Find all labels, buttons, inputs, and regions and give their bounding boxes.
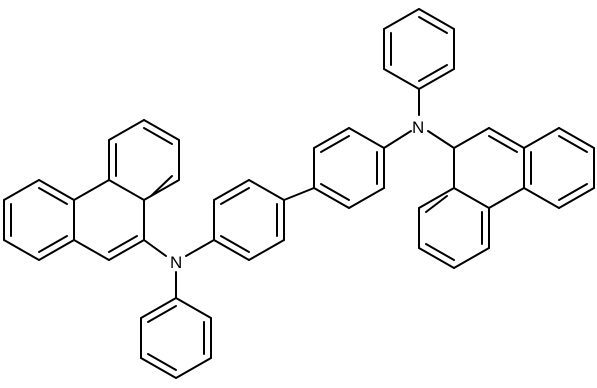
bond-biphenyl-n-left — [185, 239, 215, 257]
left-phenanthrene — [3, 119, 180, 261]
double-bond-inner — [425, 195, 448, 213]
right-phenyl-ring — [383, 8, 455, 90]
bond — [213, 239, 250, 261]
double-bond-inner — [418, 16, 448, 34]
double-bond-inner — [418, 64, 448, 82]
bond — [175, 297, 212, 319]
bond — [418, 8, 455, 30]
bond — [418, 187, 455, 209]
bond-n-right-biphenyl — [383, 130, 412, 149]
bond — [175, 357, 212, 379]
bond — [38, 239, 75, 261]
bond — [488, 127, 525, 149]
bond — [248, 239, 285, 261]
bond-biaryl — [283, 187, 315, 201]
bond-n-left-phenanthryl — [143, 239, 167, 257]
biphenyl-left-ring — [213, 179, 285, 261]
double-bond-inner — [143, 127, 173, 145]
double-bond-inner — [488, 135, 518, 153]
bond — [453, 127, 490, 149]
bond — [383, 68, 420, 90]
double-bond-inner — [320, 135, 350, 153]
bond — [143, 119, 180, 141]
bond — [108, 179, 145, 201]
biphenyl-right-ring — [313, 127, 385, 209]
bond — [383, 8, 420, 30]
bond — [558, 127, 595, 149]
bond — [213, 179, 250, 201]
bond — [313, 187, 350, 209]
nitrogen-right-label: N — [412, 118, 424, 137]
double-bond-inner — [220, 235, 250, 253]
bond — [38, 179, 75, 201]
bond — [453, 187, 490, 209]
double-bond-inner — [320, 183, 350, 201]
bond — [348, 127, 385, 149]
nitrogen-left-label: N — [170, 253, 182, 272]
double-bond-inner — [150, 175, 173, 197]
bond — [248, 179, 285, 201]
bond — [140, 297, 177, 319]
bond-n-right-phenanthryl — [427, 130, 455, 149]
bond — [558, 187, 595, 209]
bond — [488, 187, 525, 209]
double-bond-inner — [558, 135, 588, 153]
bond — [143, 179, 180, 201]
left-phenyl-ring — [140, 297, 212, 379]
bond — [140, 357, 177, 379]
bond — [348, 187, 385, 209]
bond — [453, 247, 490, 269]
bond — [73, 179, 110, 201]
bond — [418, 68, 455, 90]
double-bond-inner — [558, 183, 588, 201]
bond — [108, 239, 145, 261]
double-bond-inner — [220, 187, 250, 205]
bond — [73, 239, 110, 261]
bond — [313, 127, 350, 149]
double-bond-inner — [38, 187, 68, 205]
right-phenanthrene — [418, 127, 595, 269]
bond — [418, 247, 455, 269]
double-bond-inner — [108, 235, 138, 253]
bond — [3, 179, 40, 201]
double-bond-inner — [147, 305, 177, 323]
bond — [523, 127, 560, 149]
bond — [523, 187, 560, 209]
double-bond-inner — [425, 243, 455, 261]
bond — [108, 119, 145, 141]
double-bond-inner — [38, 235, 68, 253]
bond — [3, 239, 40, 261]
double-bond-inner — [147, 353, 177, 371]
